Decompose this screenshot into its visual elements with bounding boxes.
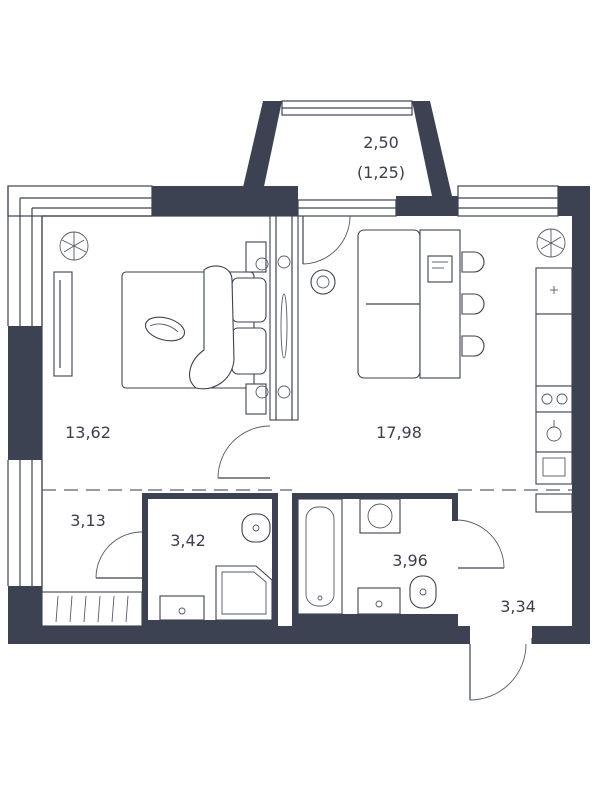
wardrobe-rail	[41, 591, 143, 627]
bathtub-icon	[297, 498, 343, 615]
balcony-reduced-area-label: (1,25)	[357, 163, 405, 182]
sofa-icon	[357, 229, 461, 379]
washing-machine-icon	[359, 498, 401, 534]
living-kitchen-area-label: 17,98	[376, 423, 422, 442]
plant-icon	[59, 228, 566, 261]
outer-walls	[8, 101, 590, 644]
shower-room-area-label: 3,42	[170, 531, 206, 550]
chair-icon	[461, 251, 485, 357]
hallway-area-label: 3,34	[500, 597, 536, 616]
partition-decor	[277, 255, 291, 399]
hob-icon	[535, 385, 573, 413]
door-swing-icon	[95, 215, 533, 701]
shower-tray-icon	[215, 565, 273, 621]
bed-icon	[121, 241, 269, 415]
bathroom-area-label: 3,96	[392, 551, 428, 570]
kitchen-counter	[535, 267, 573, 387]
fridge	[535, 493, 573, 513]
robot-vacuum	[310, 269, 336, 295]
interior-walls	[41, 215, 572, 626]
wardrobe-area-label: 3,13	[70, 511, 106, 530]
toilet-icon	[241, 513, 437, 609]
sink-icon	[159, 595, 205, 621]
sink-icon	[357, 587, 401, 615]
oven-icon	[535, 451, 573, 485]
sink-icon	[535, 411, 573, 453]
bedroom-desk	[53, 271, 73, 377]
dining-table-icon	[427, 255, 453, 283]
balcony-area-label: 2,50	[363, 133, 399, 152]
bedroom-area-label: 13,62	[65, 423, 111, 442]
